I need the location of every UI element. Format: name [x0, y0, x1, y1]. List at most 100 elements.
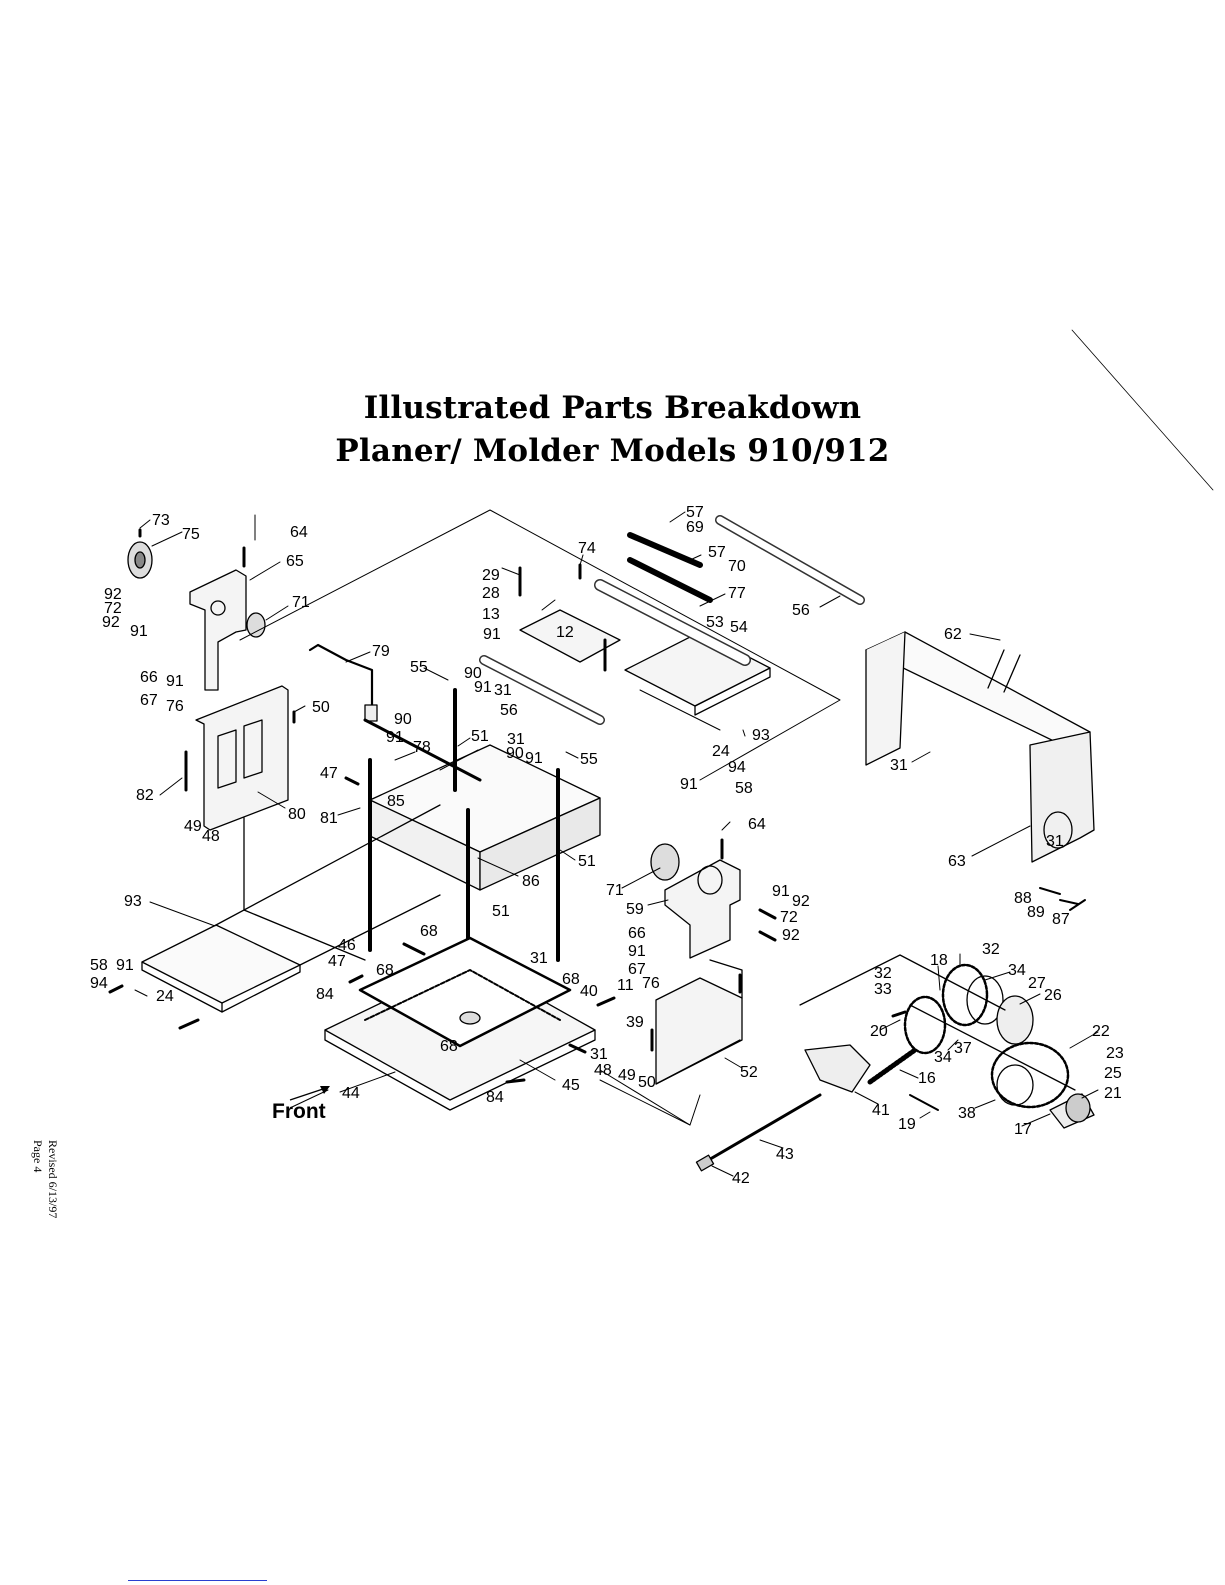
callout-label: 71 [606, 882, 624, 899]
callout-label: 24 [156, 988, 174, 1005]
callout-label: 54 [730, 619, 748, 636]
callout-label: 55 [580, 751, 598, 768]
dust-hood [865, 631, 1095, 863]
callout-label: 64 [290, 524, 308, 541]
callout-label: 57 [708, 544, 726, 561]
callout-label: 91 [116, 957, 134, 974]
callout-label: 58 [90, 957, 108, 974]
crank-handle [308, 643, 374, 714]
callout-label: 72 [104, 600, 122, 617]
callout-label: 82 [136, 787, 154, 804]
callout-label: 85 [387, 793, 405, 810]
bottom-rule [128, 1580, 267, 1581]
callout-label: 79 [372, 643, 390, 660]
drive-belt-system [695, 954, 1095, 1172]
callout-label: 91 [483, 626, 501, 643]
callout-label: 31 [494, 682, 512, 699]
callout-label: 29 [482, 567, 500, 584]
drive-pulley [127, 528, 266, 638]
front-label: Front [272, 1100, 326, 1123]
callout-label: 26 [1044, 987, 1062, 1004]
callout-label: 77 [728, 585, 746, 602]
callout-label: 88 [1014, 890, 1032, 907]
callout-label: 32 [874, 965, 892, 982]
cutterhead-assembly [479, 515, 865, 725]
callout-label: 76 [642, 975, 660, 992]
callout-label: 28 [482, 585, 500, 602]
callout-label: 27 [1028, 975, 1046, 992]
callout-labels: 73 75 64 65 92 72 92 91 71 66 91 67 76 7… [90, 504, 1124, 1187]
callout-label: 23 [1106, 1045, 1124, 1062]
callout-label: 52 [740, 1064, 758, 1081]
callout-label: 89 [1027, 904, 1045, 921]
callout-label: 20 [870, 1023, 888, 1040]
callout-label: 11 [617, 977, 634, 994]
crank-knob [364, 704, 378, 722]
callout-label: 57 [686, 504, 704, 521]
right-side-frame [650, 838, 743, 1085]
callout-label: 50 [638, 1074, 656, 1091]
callout-label: 92 [102, 614, 120, 631]
callout-label: 13 [482, 606, 500, 623]
callout-label: 74 [578, 540, 596, 557]
callout-label: 71 [292, 594, 310, 611]
callout-label: 68 [440, 1038, 458, 1055]
callout-label: 94 [728, 759, 746, 776]
small-hardware [108, 563, 1086, 1084]
revision-note: Revised 6/13/97 Page 4 [30, 1140, 60, 1218]
callout-label: 87 [1052, 911, 1070, 928]
callout-label: 46 [338, 937, 356, 954]
callout-label: 51 [471, 728, 489, 745]
callout-label: 67 [140, 692, 158, 709]
leader-lines [134, 511, 1099, 1177]
callout-label: 91 [628, 943, 646, 960]
callout-label: 50 [312, 699, 330, 716]
callout-label: 69 [686, 519, 704, 536]
callout-label: 43 [776, 1146, 794, 1163]
callout-label: 75 [182, 526, 200, 543]
callout-label: 21 [1104, 1085, 1122, 1102]
front-arrow: Front [272, 1086, 330, 1123]
callout-label: 91 [130, 623, 148, 640]
callout-label: 56 [500, 702, 518, 719]
callout-label: 49 [184, 818, 202, 835]
callout-label: 51 [578, 853, 596, 870]
callout-label: 68 [562, 971, 580, 988]
callout-label: 92 [792, 893, 810, 910]
callout-label: 42 [732, 1170, 750, 1187]
callout-label: 93 [124, 893, 142, 910]
callout-label: 58 [735, 780, 753, 797]
callout-label: 86 [522, 873, 540, 890]
callout-label: 31 [590, 1046, 608, 1063]
callout-label: 40 [580, 983, 598, 1000]
callout-label: 34 [934, 1049, 952, 1066]
callout-label: 31 [1046, 833, 1064, 850]
callout-label: 47 [320, 765, 338, 782]
callout-label: 92 [782, 927, 800, 944]
callout-label: 49 [618, 1067, 636, 1084]
callout-label: 91 [680, 776, 698, 793]
callout-label: 90 [506, 745, 524, 762]
callout-label: 76 [166, 698, 184, 715]
callout-label: 73 [152, 512, 170, 529]
callout-label: 66 [628, 925, 646, 942]
callout-label: 68 [420, 923, 438, 940]
callout-label: 37 [954, 1040, 972, 1057]
callout-label: 84 [316, 986, 334, 1003]
callout-label: 34 [1008, 962, 1026, 979]
callout-label: 70 [728, 558, 746, 575]
callout-label: 62 [944, 626, 962, 643]
page-title: Illustrated Parts Breakdown [363, 390, 862, 426]
callout-label: 38 [958, 1105, 976, 1122]
callout-label: 93 [752, 727, 770, 744]
callout-label: 12 [556, 624, 574, 641]
callout-label: 56 [792, 602, 810, 619]
callout-label: 55 [410, 659, 428, 676]
callout-label: 64 [748, 816, 766, 833]
callout-label: 45 [562, 1077, 580, 1094]
callout-label: 48 [594, 1062, 612, 1079]
callout-label: 66 [140, 669, 158, 686]
callout-label: 16 [918, 1070, 936, 1087]
page-number: Page 4 [31, 1140, 45, 1173]
